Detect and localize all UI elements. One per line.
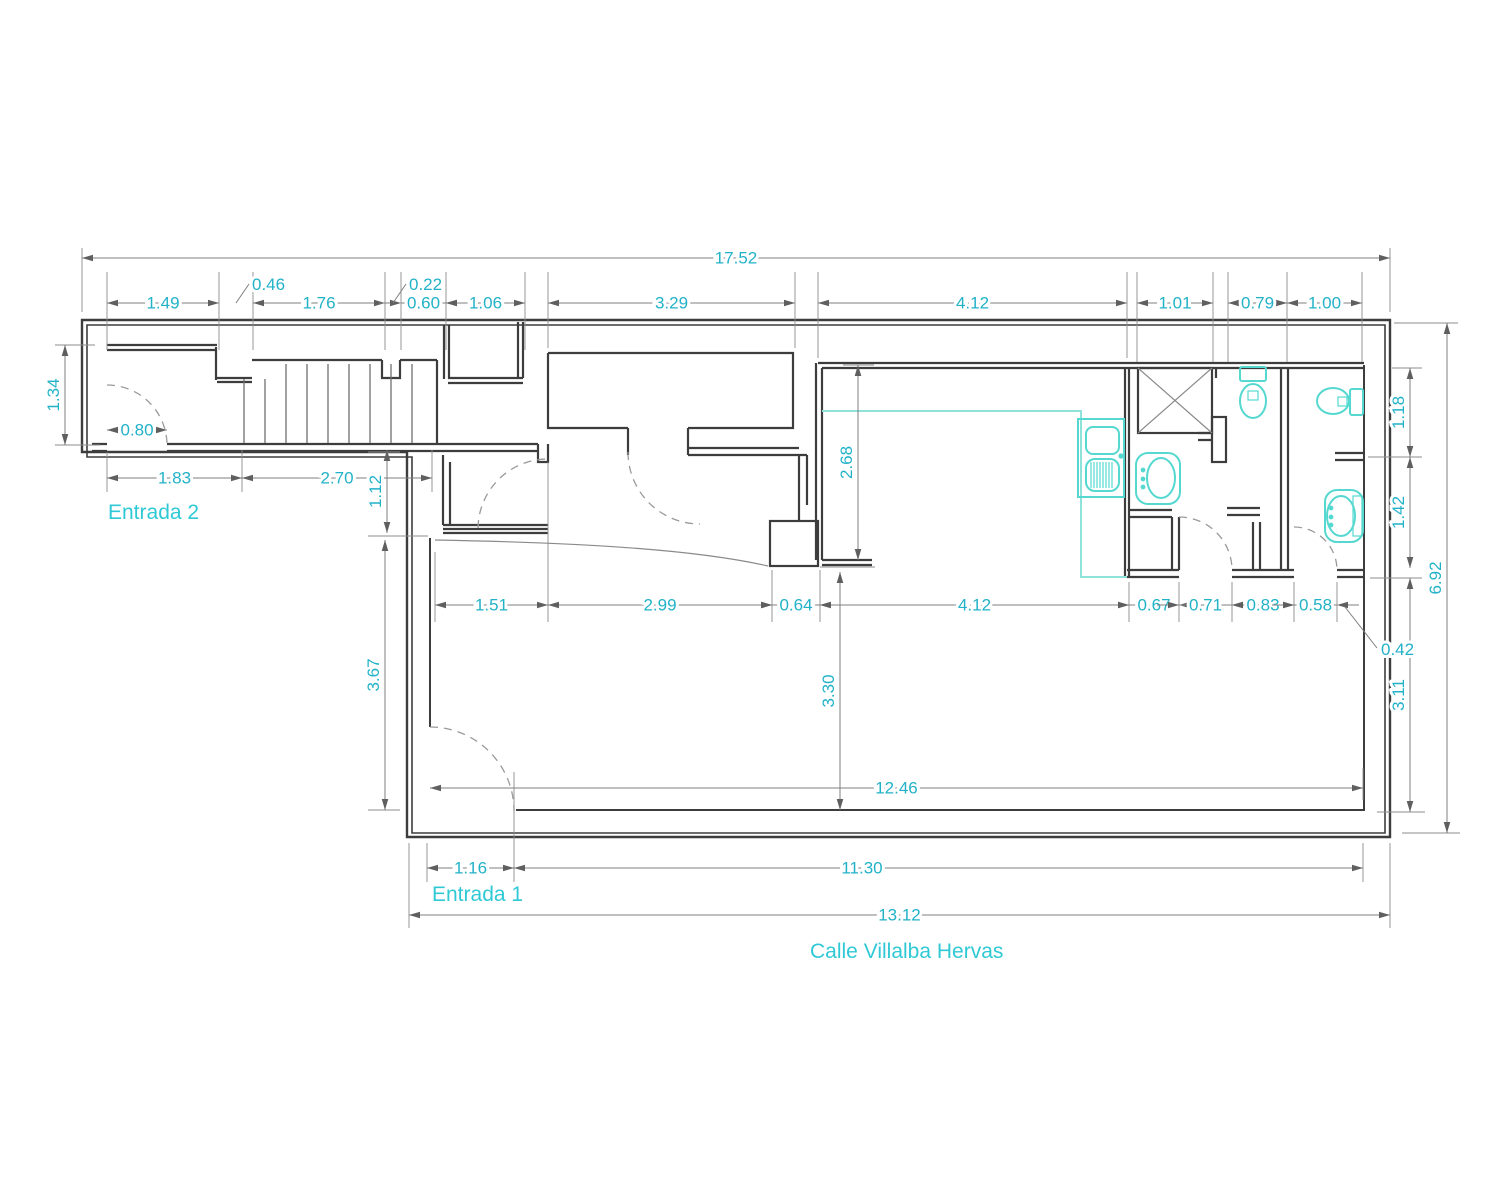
dimension-label: 4.12: [956, 294, 989, 313]
dimension-label: 3.67: [364, 658, 383, 691]
dimension-label: 0.71: [1189, 596, 1222, 615]
dimension-label: 1.12: [366, 475, 385, 508]
plan-labels: Entrada 2 Entrada 1 Calle Villalba Herva…: [106, 499, 1006, 966]
dimension-label: 1.76: [302, 294, 335, 313]
dimension-label: 1.83: [158, 469, 191, 488]
appliance-icon: [1085, 458, 1120, 492]
extension-lines: [55, 248, 1460, 928]
dimension-label: 0.80: [120, 421, 153, 440]
kitchen-sink-unit: [1077, 418, 1125, 498]
dimension-label: 2.99: [643, 596, 676, 615]
dimension-label: 1.49: [146, 294, 179, 313]
shower: [1136, 366, 1214, 435]
door-arc-core: [627, 451, 701, 525]
leader-dimension-label: 0.22: [409, 275, 442, 294]
dimension-label: 2.70: [320, 469, 353, 488]
door-arcs: [106, 384, 1338, 812]
entrada1-label: Entrada 1: [432, 883, 523, 906]
dimension-label: 11.30: [841, 859, 882, 878]
dimension-label: 6.92: [1426, 561, 1445, 594]
dimension-label: 0.58: [1299, 596, 1332, 615]
interior-walls: [92, 322, 1364, 579]
toilet-icon: [1316, 387, 1364, 416]
dimension-label: 1.06: [469, 294, 502, 313]
exterior-walls: [80, 318, 1392, 839]
street-label: Calle Villalba Hervas: [810, 940, 1003, 963]
dimension-label: 3.11: [1389, 679, 1408, 711]
dimension-label: 3.30: [819, 674, 838, 707]
door-arc-room-left: [477, 458, 549, 529]
leader-dimension-label: 0.46: [252, 275, 285, 294]
dimension-label: 0.64: [779, 596, 812, 615]
door-arc-bath-left: [1178, 516, 1233, 571]
toilet-icon: [1239, 366, 1267, 419]
dimension-label: 13.12: [878, 906, 921, 925]
dimension-label: 1.34: [44, 378, 63, 411]
dimension-label: 1.16: [454, 859, 487, 878]
door-arc-entrada2: [106, 384, 168, 446]
door-arc-entrada1: [429, 726, 515, 812]
dimension-label: 17.52: [715, 249, 758, 268]
entrada2-label: Entrada 2: [108, 501, 199, 524]
dimension-label: 1.00: [1308, 294, 1341, 313]
dimension-label: 0.67: [1137, 596, 1170, 615]
washbasin-icon: [1324, 489, 1364, 543]
door-arc-bath-right: [1293, 526, 1338, 571]
dimension-label: 2.68: [837, 446, 856, 479]
washbasin-icon: [1135, 452, 1181, 505]
sink-basin-icon: [1085, 426, 1120, 455]
stairs: [243, 364, 413, 443]
shower-cross-icon: [1137, 367, 1213, 434]
leader-dimension-label: 0.42: [1381, 640, 1414, 659]
dimension-label: 4.12: [958, 596, 991, 615]
dimension-label: 3.29: [655, 294, 688, 313]
dimension-label: 1.51: [475, 596, 508, 615]
door-arc-main-room: [434, 539, 769, 567]
kitchen-counter: [822, 410, 1127, 578]
dimension-label: 1.18: [1389, 396, 1408, 429]
dimension-label: 0.79: [1241, 294, 1274, 313]
dimensions-layer: 17.52 1.49 1.76 0.60 1.06 3.29 4.12 1.01 0.79 1.0…: [41, 246, 1451, 928]
dimension-label: 0.83: [1246, 596, 1279, 615]
dimension-label: 1.01: [1158, 294, 1191, 313]
dimension-label: 12.46: [875, 779, 918, 798]
dimension-label: 1.42: [1389, 496, 1408, 529]
dimension-label: 0.60: [407, 294, 440, 313]
